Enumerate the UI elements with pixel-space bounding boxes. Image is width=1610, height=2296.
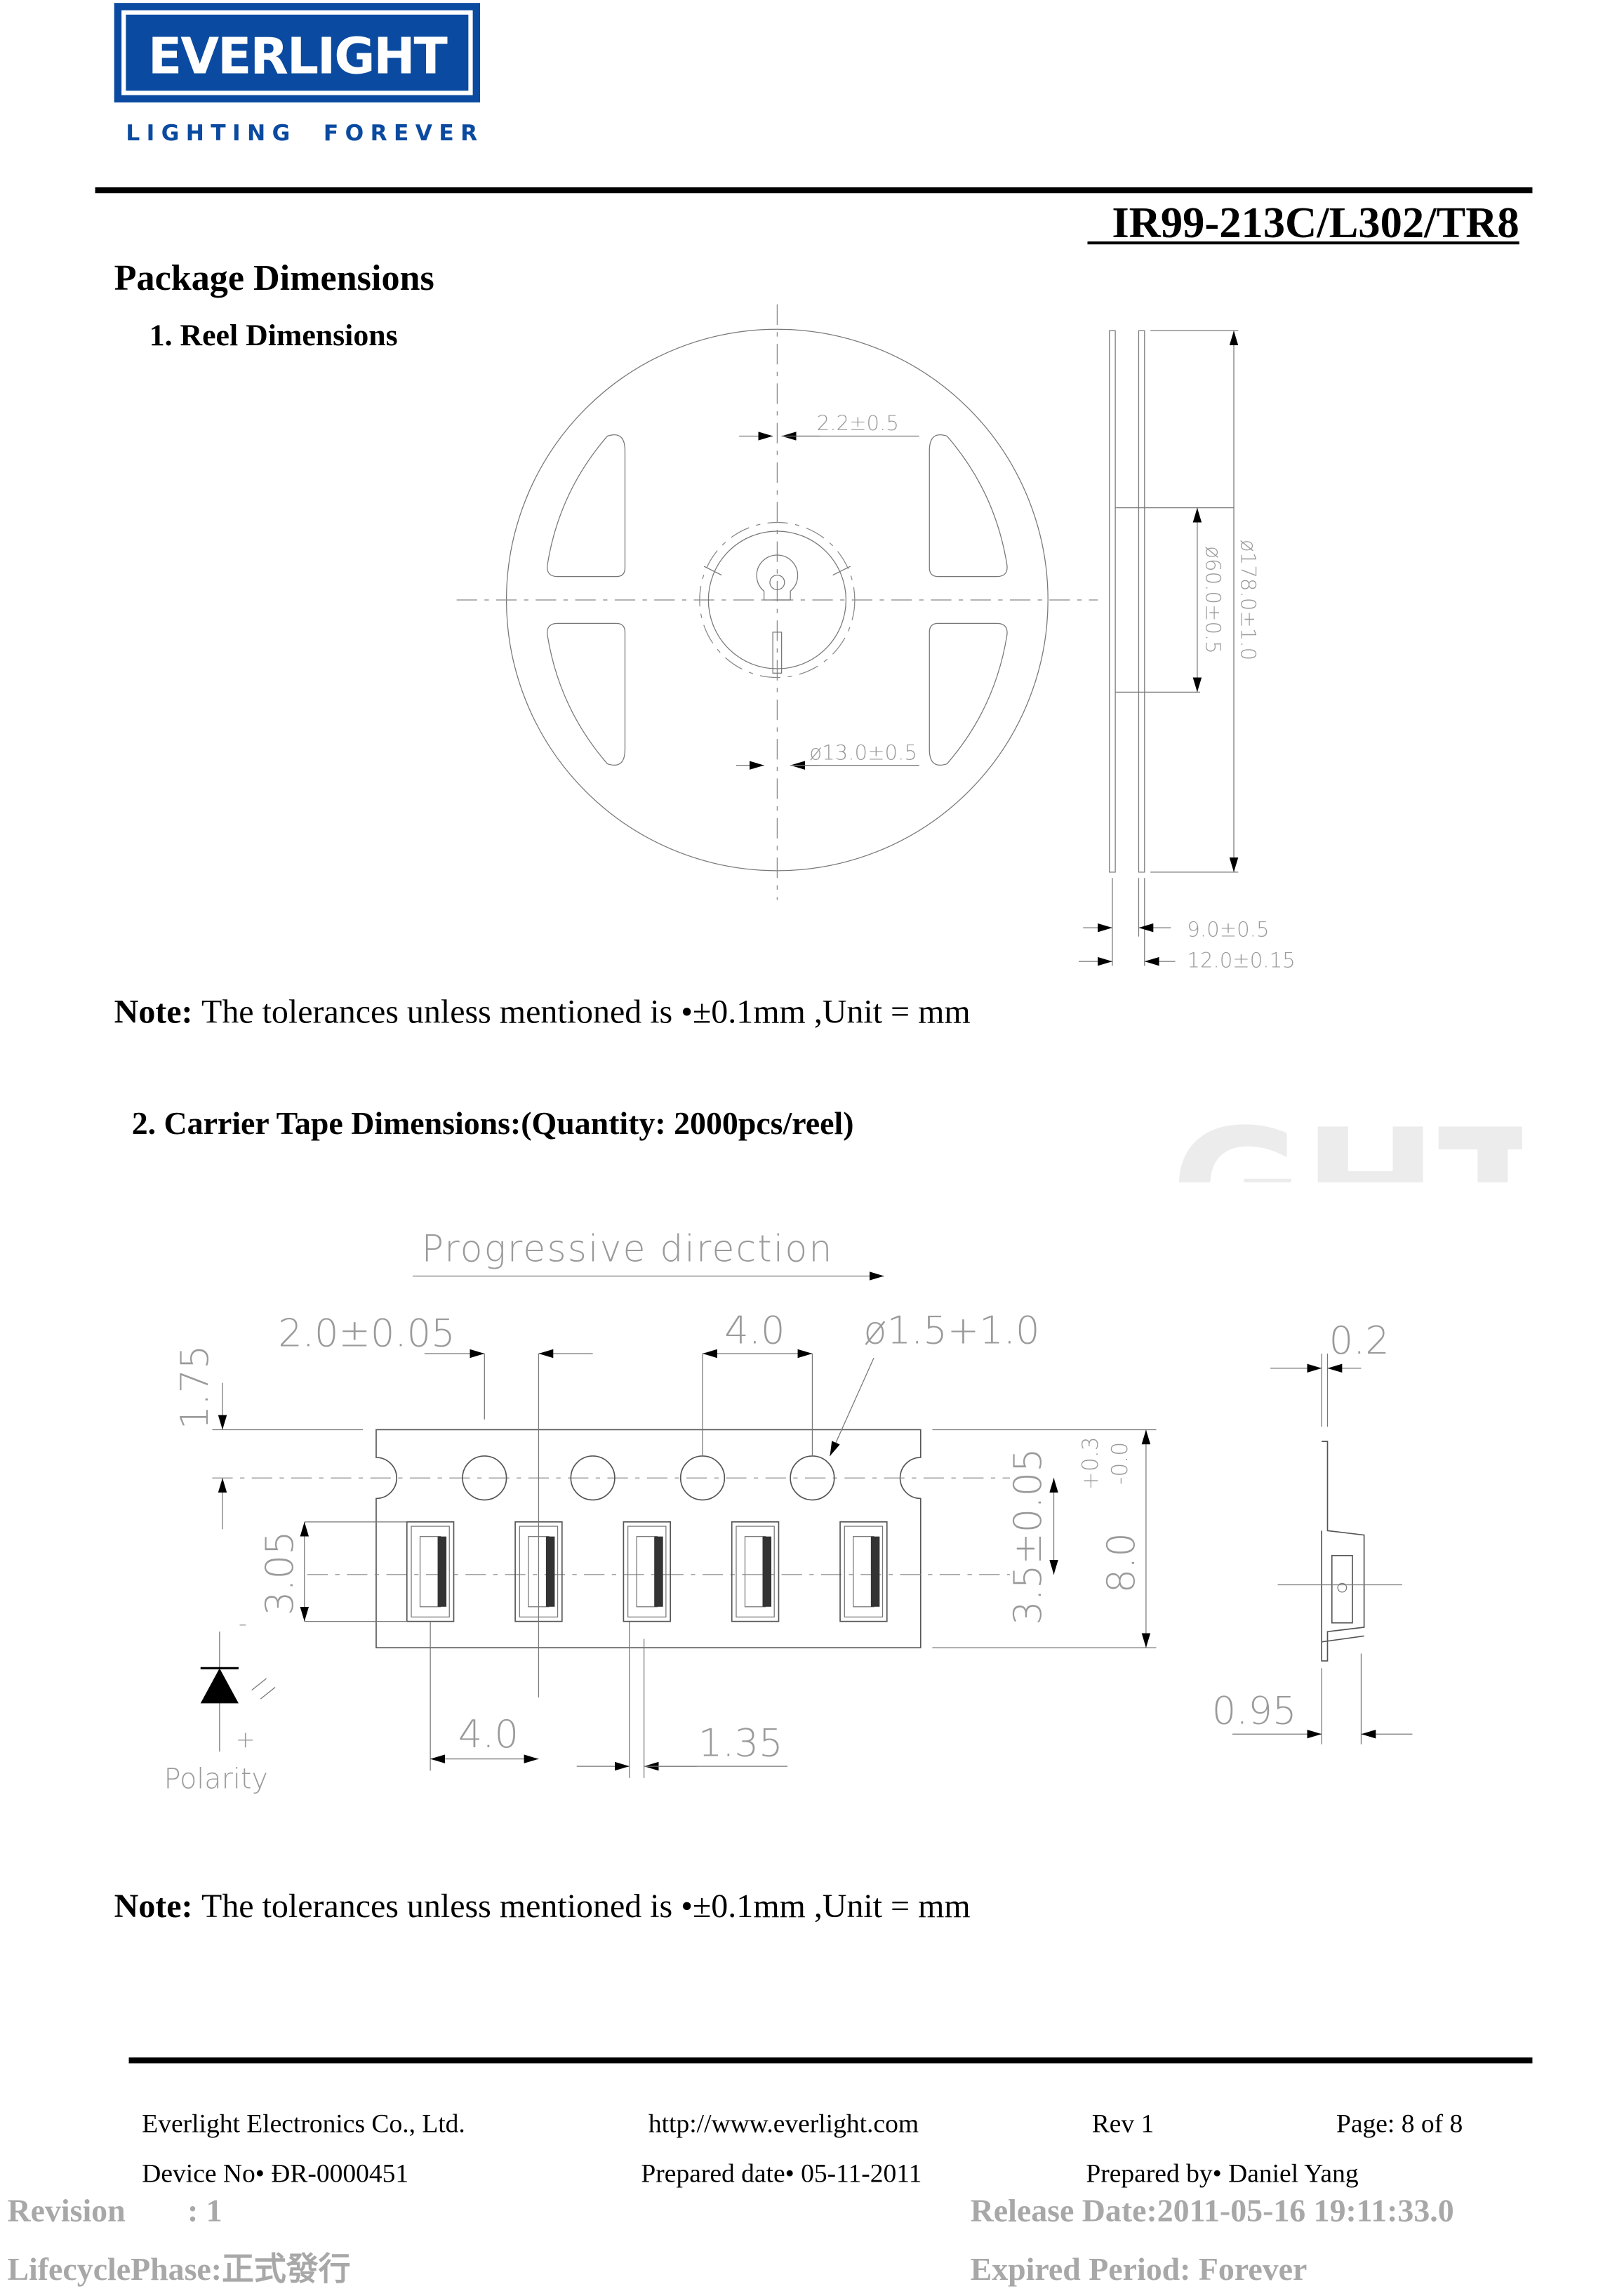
- footer-rev: Rev 1: [1092, 2109, 1155, 2138]
- dim-pocket-pitch: 4.0: [458, 1712, 519, 1756]
- dim-hole-pitch: 4.0: [724, 1308, 785, 1352]
- progressive-direction-label: Progressive direction: [422, 1229, 834, 1271]
- reel-front-drawing: [456, 304, 1098, 900]
- footer: Everlight Electronics Co., Ltd. http://w…: [142, 2109, 1463, 2188]
- section-title: Package Dimensions: [114, 258, 434, 298]
- dim-edge-to-hole: 1.75: [173, 1345, 217, 1430]
- watermark: GHT: [1171, 1095, 1548, 1283]
- release-date: Release Date:2011-05-16 19:11:33.0: [971, 2193, 1454, 2229]
- reel-note: Note:The tolerances unless mentioned is …: [114, 994, 971, 1031]
- polarity-minus: -: [239, 1610, 247, 1637]
- dim-hole-to-pocket: 2.0±0.05: [278, 1311, 455, 1356]
- dim-hub-diameter: ø60.0±0.5: [1201, 546, 1225, 654]
- footer-rule: [128, 2057, 1533, 2064]
- logo-wordmark: EVERLIGHT: [148, 27, 448, 85]
- dim-tape-thickness: 0.2: [1329, 1319, 1390, 1363]
- release-info: Revision : 1 Release Date:2011-05-16 19:…: [7, 2193, 1453, 2287]
- dim-pocket-depth: 0.95: [1212, 1689, 1297, 1733]
- dim-hub-hole: ø13.0±0.5: [809, 740, 917, 764]
- dim-inner-width: 9.0±0.5: [1187, 918, 1269, 942]
- polarity-label: Polarity: [164, 1763, 268, 1795]
- footer-prepared-by: Prepared by• Daniel Yang: [1086, 2159, 1358, 2188]
- header-rule: [95, 187, 1533, 194]
- logo-tagline-left: LIGHTING: [126, 121, 296, 146]
- dim-hole-to-pocket-center: 3.5±0.05: [1006, 1448, 1050, 1624]
- reel-side-drawing: [1078, 330, 1239, 966]
- reel-heading: 1. Reel Dimensions: [149, 319, 398, 352]
- lifecycle-phase: LifecyclePhase:正式發行: [7, 2251, 350, 2287]
- dim-pocket-width: 1.35: [698, 1721, 783, 1765]
- footer-url[interactable]: http://www.everlight.com: [648, 2109, 919, 2138]
- revision-label: Revision: [7, 2193, 125, 2229]
- part-number: IR99-213C/L302/TR8: [1112, 198, 1519, 247]
- footer-page: Page: 8 of 8: [1336, 2109, 1463, 2138]
- carrier-tape-drawing: [212, 1349, 1413, 1778]
- expired-period: Expired Period: Forever: [971, 2251, 1308, 2287]
- dim-pocket-length: 3.05: [258, 1530, 302, 1615]
- footer-prepared-date: Prepared date• 05-11-2011: [641, 2159, 922, 2188]
- dim-outer-width: 12.0±0.15: [1187, 948, 1295, 972]
- dim-tape-width-tol-minus: -0.0: [1107, 1442, 1133, 1485]
- polarity-diode-icon: [200, 1631, 276, 1752]
- everlight-logo: EVERLIGHT LIGHTING FOREVER: [114, 3, 484, 146]
- dim-hole-diameter: ø1.5+1.0: [863, 1308, 1039, 1352]
- logo-tagline-right: FOREVER: [324, 121, 484, 146]
- dim-reel-diameter: ø178.0±1.0: [1236, 540, 1260, 660]
- tape-note: Note:The tolerances unless mentioned is …: [114, 1888, 971, 1925]
- dim-tape-width-tol-plus: +0.3: [1078, 1436, 1103, 1490]
- polarity-plus: +: [236, 1726, 255, 1753]
- dim-tape-width: 8.0: [1099, 1533, 1143, 1593]
- dim-spoke-slot: 2.2±0.5: [817, 411, 899, 435]
- footer-company: Everlight Electronics Co., Ltd.: [142, 2109, 465, 2138]
- revision-value: : 1: [187, 2193, 222, 2229]
- svg-text:GHT: GHT: [1171, 1095, 1548, 1283]
- tape-heading: 2. Carrier Tape Dimensions:(Quantity: 20…: [132, 1105, 854, 1141]
- footer-device-no: Device No• ÐR-0000451: [142, 2159, 408, 2188]
